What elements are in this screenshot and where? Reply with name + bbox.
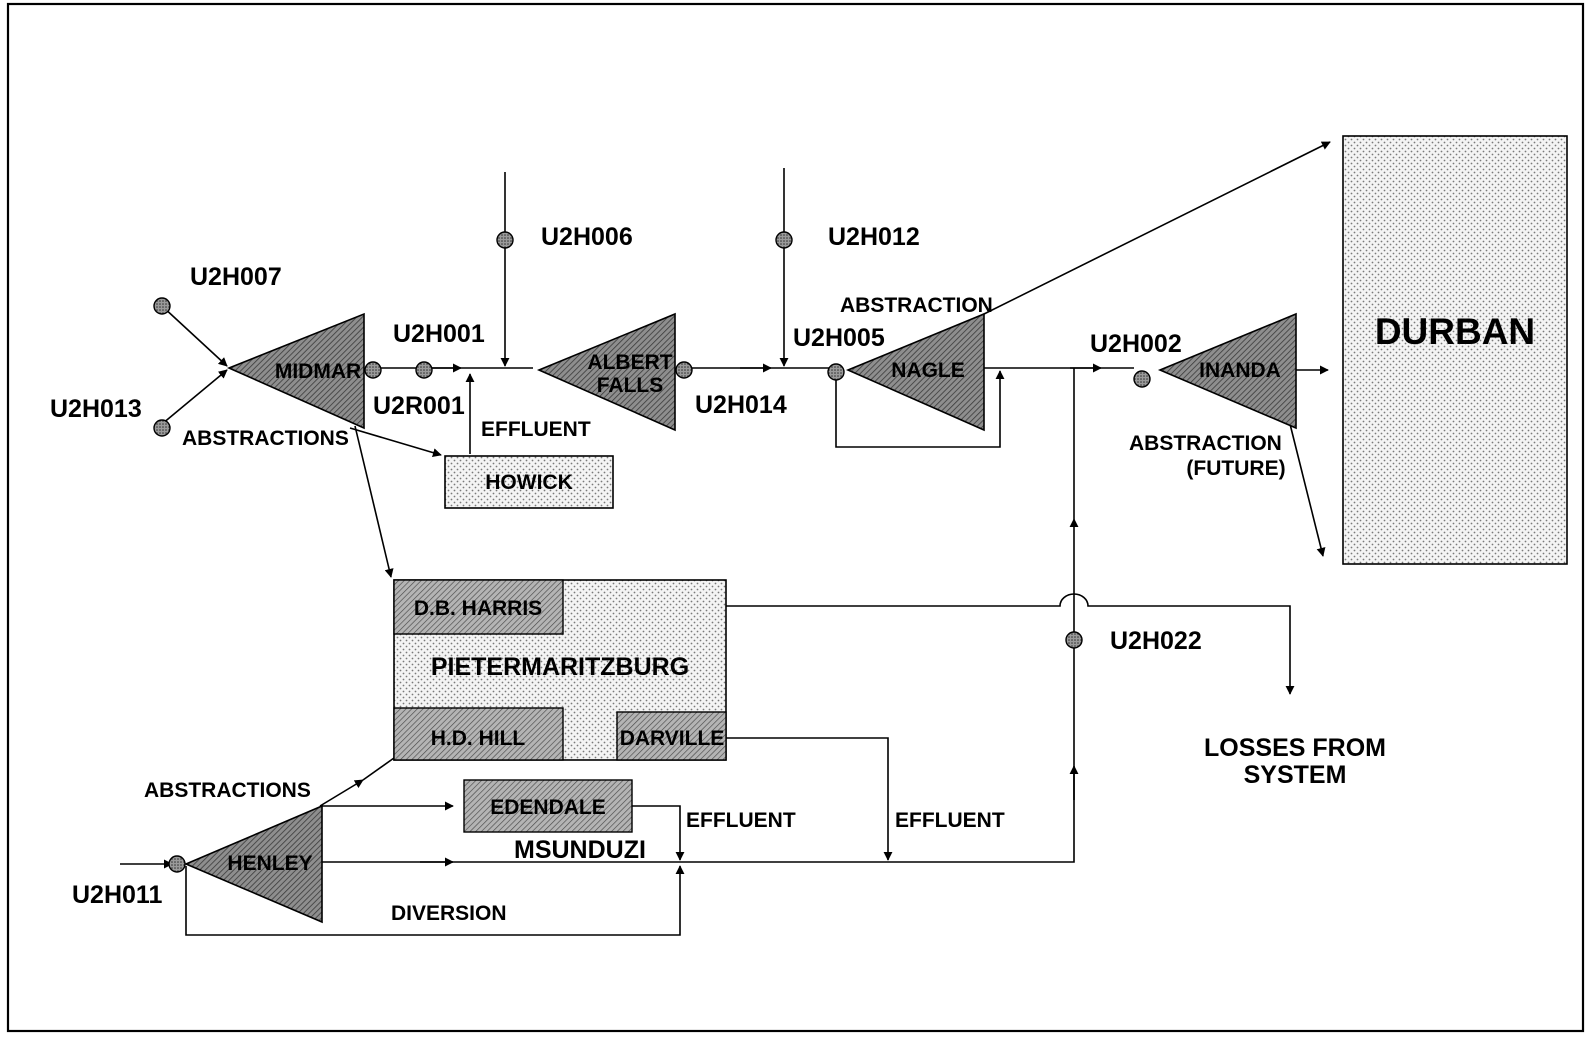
db-harris-works [393,579,564,635]
dam-albert-falls: ALBERT FALLS [536,312,676,432]
gauge-u2h005 [827,363,845,381]
label-u2h001: U2H001 [393,320,485,348]
durban-label: DURBAN [1375,311,1535,352]
flow-henley-to-pietermaritzburg [319,779,364,807]
gauge-u2h006 [496,231,514,249]
gauge-u2h014 [675,361,693,379]
label-u2h022: U2H022 [1110,627,1202,655]
gauge-u2h022 [1065,631,1083,649]
flow-darville-effluent [726,737,893,861]
flow-midmar-to-pietermaritzburg [354,425,394,578]
label-abstraction-inanda-1: ABSTRACTION [1129,432,1282,455]
diagram-frame [6,2,1585,1033]
howick-area [444,455,614,509]
durban-box: DURBAN [1342,135,1568,565]
flow-edendale-effluent [632,805,685,861]
gauge-u2h013 [153,419,171,437]
label-abstraction-nagle: ABSTRACTION [840,294,993,317]
gauging-stations [153,231,1151,873]
darville-label: DARVILLE [620,727,725,750]
flow-u2h007-to-midmar [161,305,228,367]
flow-u2h013-to-midmar [161,369,228,425]
label-u2r001: U2R001 [373,392,465,420]
label-effluent-howick: EFFLUENT [481,418,591,441]
darville-works [616,711,727,761]
label-abstractions-midmar: ABSTRACTIONS [182,427,349,450]
albert-falls-label-1: ALBERT [587,351,672,374]
howick-box: HOWICK [444,455,614,509]
henley-triangle [183,804,323,924]
label-u2h014: U2H014 [695,391,787,419]
label-abstraction-inanda-2: (FUTURE) [1186,457,1285,480]
gauge-midmar-outlet [364,361,382,379]
dam-henley: HENLEY [183,804,323,924]
inanda-triangle [1157,312,1297,430]
gauge-u2h007 [153,297,171,315]
albert-falls-label-2: FALLS [597,374,664,397]
label-msunduzi: MSUNDUZI [514,836,646,864]
flow-nagle-bypass [835,370,1005,448]
flow-labels: ABSTRACTIONS EFFLUENT ABSTRACTION ABSTRA… [144,294,1386,925]
midmar-label: MIDMAR [275,360,361,383]
flow-midmar-to-howick [349,427,442,458]
gauge-labels: U2H007 U2H013 U2H001 U2R001 U2H006 U2H01… [50,223,1202,909]
edendale-label: EDENDALE [490,796,606,819]
nagle-label: NAGLE [891,359,965,382]
label-u2h013: U2H013 [50,395,142,423]
flow-diversion [185,865,685,936]
db-harris-label: D.B. HARRIS [414,597,542,620]
midmar-triangle [226,312,365,430]
label-u2h007: U2H007 [190,263,282,291]
label-u2h005: U2H005 [793,324,885,352]
dam-midmar: MIDMAR [226,312,365,430]
flow-abstractions-to-pmb [362,757,395,781]
label-u2h006: U2H006 [541,223,633,251]
label-effluent-edendale: EFFLUENT [686,809,796,832]
howick-label: HOWICK [485,471,573,494]
label-losses-1: LOSSES FROM [1204,734,1386,762]
pietermaritzburg-box: D.B. HARRIS PIETERMARITZBURG H.D. HILL D… [393,579,727,761]
label-u2h002: U2H002 [1090,330,1182,358]
nagle-triangle [845,312,985,432]
hd-hill-label: H.D. HILL [431,727,526,750]
gauge-u2h001 [415,361,433,379]
label-u2h011: U2H011 [72,881,162,909]
label-diversion: DIVERSION [391,902,507,925]
albert-falls-triangle [536,312,676,432]
edendale-box: EDENDALE [463,779,633,833]
dam-nagle: NAGLE [845,312,985,432]
dam-inanda: INANDA [1157,312,1297,430]
label-effluent-darville: EFFLUENT [895,809,1005,832]
pietermaritzburg-label: PIETERMARITZBURG [431,653,689,681]
hd-hill-works [393,707,564,761]
gauge-u2h012 [775,231,793,249]
flow-db-harris-to-losses [563,593,1295,695]
durban-area [1342,135,1568,565]
edendale-works [463,779,633,833]
label-abstractions-henley: ABSTRACTIONS [144,779,311,802]
flow-inanda-future-abstraction [1289,423,1326,557]
gauge-u2h002 [1133,370,1151,388]
label-u2h012: U2H012 [828,223,920,251]
gauge-u2h011 [168,855,186,873]
inanda-label: INANDA [1199,359,1281,382]
flow-nagle-abstraction-to-durban [977,141,1331,318]
henley-label: HENLEY [227,852,312,875]
label-losses-2: SYSTEM [1244,761,1347,789]
